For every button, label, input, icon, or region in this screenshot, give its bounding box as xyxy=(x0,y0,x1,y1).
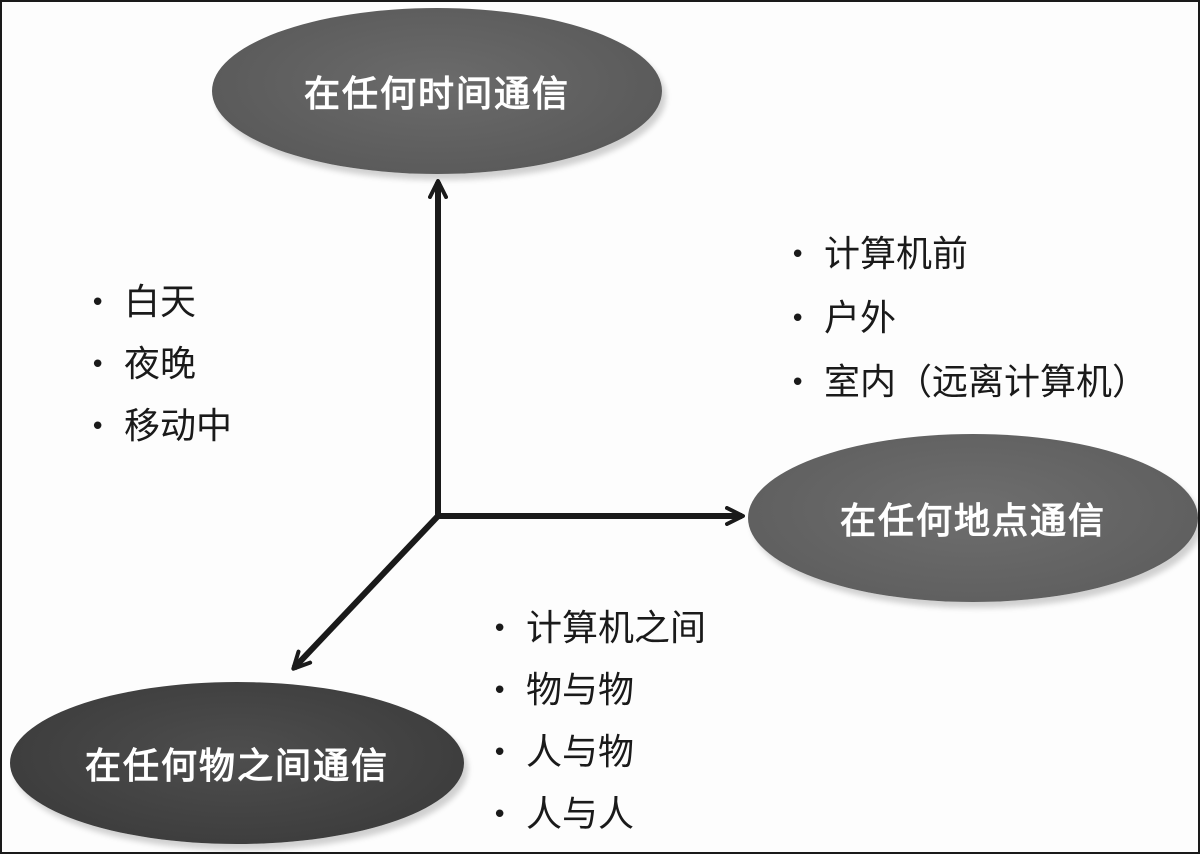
node-anytime: 在任何时间通信 xyxy=(212,8,662,174)
list-item: 户外 xyxy=(790,287,1148,351)
list-item: 室内（远离计算机） xyxy=(790,351,1148,415)
list-item: 夜晚 xyxy=(90,334,232,396)
place-examples-list: 计算机前 户外 室内（远离计算机） xyxy=(790,223,1148,415)
list-item: 人与物 xyxy=(492,722,706,784)
list-item: 物与物 xyxy=(492,660,706,722)
list-item: 白天 xyxy=(90,272,232,334)
thing-examples-list: 计算机之间 物与物 人与物 人与人 xyxy=(492,598,706,846)
list-item: 计算机前 xyxy=(790,223,1148,287)
list-item: 移动中 xyxy=(90,396,232,458)
node-anyplace: 在任何地点通信 xyxy=(748,434,1198,602)
list-item: 计算机之间 xyxy=(492,598,706,660)
node-anything: 在任何物之间通信 xyxy=(10,682,464,844)
axis-thing xyxy=(291,513,441,671)
list-item: 人与人 xyxy=(492,784,706,846)
time-examples-list: 白天 夜晚 移动中 xyxy=(90,272,232,458)
